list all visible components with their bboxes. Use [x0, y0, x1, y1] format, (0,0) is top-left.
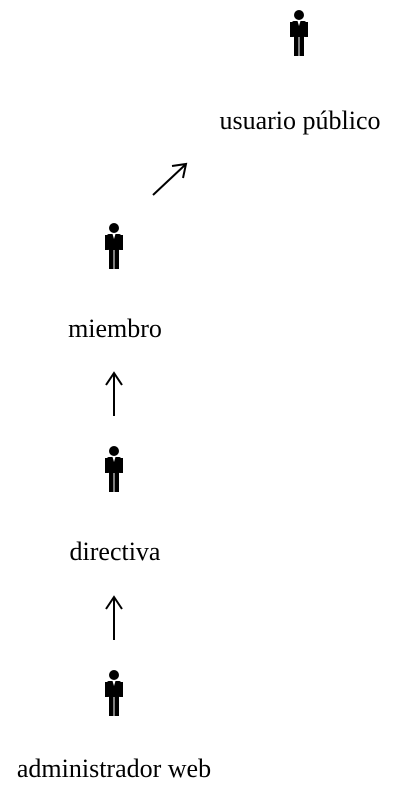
person-icon — [105, 446, 123, 492]
actor-label-administrador-web: administrador web — [16, 754, 212, 783]
arrow-up-icon — [104, 370, 124, 418]
arrow-up-right-icon — [150, 160, 190, 200]
person-icon — [290, 10, 308, 56]
actor-label-usuario-publico: usuario público — [219, 106, 381, 135]
actor-label-miembro: miembro — [68, 314, 162, 343]
person-icon — [105, 670, 123, 716]
person-icon — [105, 223, 123, 269]
actor-label-directiva: directiva — [69, 537, 161, 566]
arrow-up-icon — [104, 594, 124, 642]
